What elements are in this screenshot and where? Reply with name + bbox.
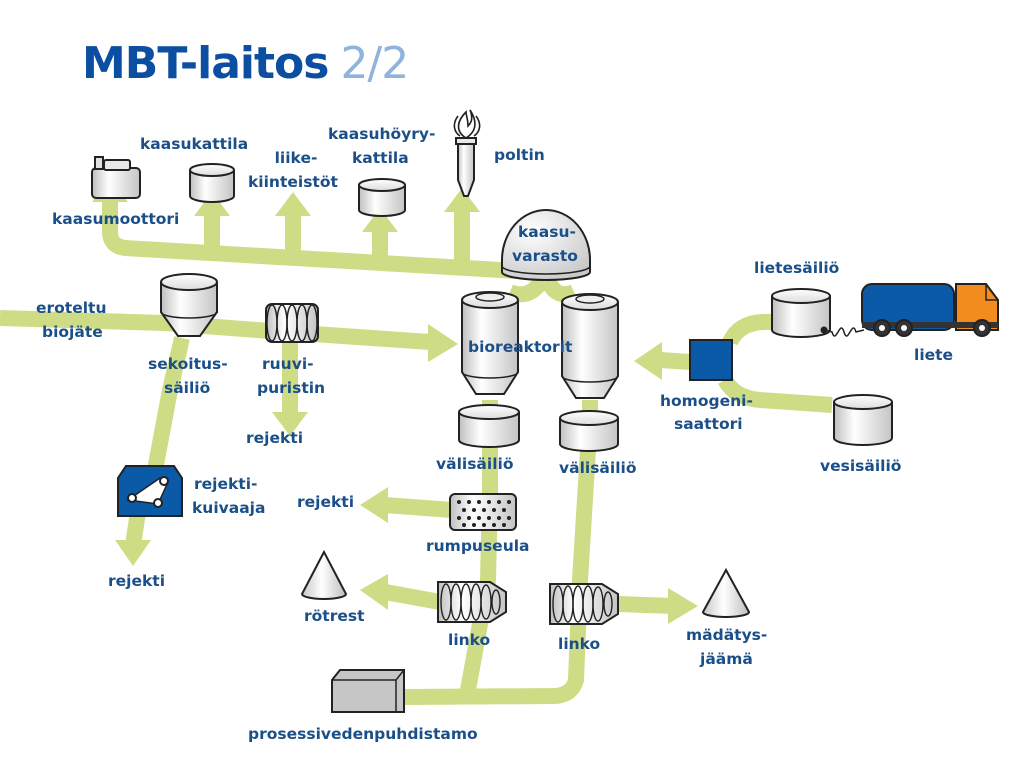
label-rejekti-dryer: rejekti	[108, 572, 166, 590]
dryer-reject-pipe	[125, 510, 146, 547]
reject-dryer-icon	[117, 465, 183, 517]
centrifuge1-reject-pipe	[383, 584, 442, 610]
flare-icon	[453, 109, 481, 197]
process-water-plant-icon	[331, 669, 405, 713]
arrow-up-kaasukattila	[194, 192, 230, 216]
drum-reject-pipe	[384, 497, 453, 518]
label-vesisailio: vesisäiliö	[820, 457, 902, 475]
drum-screen-icon	[449, 493, 517, 531]
sludge-tank-pipe	[722, 313, 773, 346]
label-kuivaaja-2: kuivaaja	[192, 499, 266, 517]
water-tank-icon	[833, 394, 893, 446]
title-page-number: 2/2	[340, 38, 409, 89]
label-kaasumoottori: kaasumoottori	[52, 210, 180, 228]
label-eroteltu-1: eroteltu	[36, 299, 107, 317]
arrow-down-press-reject	[272, 412, 308, 436]
homogenizer-feed-pipe	[659, 352, 691, 370]
label-sekoitus-2: säiliö	[164, 379, 211, 397]
arrow-right-bioreactor	[428, 324, 458, 362]
centrifuge-1-icon	[437, 581, 507, 623]
label-linko-1: linko	[448, 631, 491, 649]
label-homog-1: homogeni-	[660, 392, 753, 410]
mixer-reject-pipe	[147, 336, 190, 472]
flow-pipes	[0, 200, 833, 705]
title-main: MBT-laitos	[82, 38, 329, 89]
label-kuivaaja-1: rejekti-	[194, 475, 258, 493]
label-rumpuseula: rumpuseula	[426, 537, 530, 555]
label-rejekti-drum: rejekti	[297, 493, 355, 511]
centrifuge2-out-pipe	[617, 596, 673, 614]
buffer-tank-1-icon	[458, 404, 520, 448]
arrow-left-homogenizer	[634, 342, 662, 380]
label-linko-2: linko	[558, 635, 601, 653]
label-hoyry-1: kaasuhöyry-	[328, 125, 436, 143]
label-liike-2: kiinteistöt	[248, 173, 338, 191]
label-kaasuvarasto-1: kaasu-	[518, 223, 576, 241]
label-liete: liete	[914, 346, 954, 364]
mixing-tank-icon	[160, 273, 218, 337]
label-prosessivedenpuhdistamo: prosessivedenpuhdistamo	[248, 725, 478, 743]
label-lietesailio: lietesäiliö	[754, 259, 840, 277]
label-ruuvi-1: ruuvi-	[262, 355, 314, 373]
sludge-tank-icon	[771, 288, 865, 338]
label-sekoitus-1: sekoitus-	[148, 355, 228, 373]
label-valisailio-2: välisäiliö	[559, 459, 637, 477]
sludge-truck-icon	[861, 283, 999, 337]
gas-engine-icon	[91, 156, 141, 199]
arrow-up-liike	[275, 192, 311, 216]
label-ruuvi-2: puristin	[257, 379, 326, 397]
centrifuge-2-icon	[549, 583, 619, 625]
label-kaasukattila: kaasukattila	[140, 135, 249, 153]
label-madatys-1: mädätys-	[686, 626, 768, 644]
bioreactor-1-icon	[461, 291, 519, 395]
arrow-left-drum-reject	[360, 487, 388, 523]
arrow-down-dryer-reject	[115, 540, 151, 566]
arrow-left-centrifuge1	[360, 574, 388, 610]
label-bioreaktorit: bioreaktorit	[468, 338, 573, 356]
gas-from-reactor-1	[507, 275, 549, 303]
gas-main-pipe	[102, 200, 536, 280]
biowaste-pipe	[0, 310, 431, 350]
gas-from-reactor-2	[540, 276, 578, 303]
screw-press-icon	[265, 303, 319, 343]
label-homog-2: saattori	[674, 415, 743, 433]
label-hoyry-2: kattila	[352, 149, 409, 167]
arrow-up-hoyry	[362, 208, 398, 232]
buffer-tank-2-icon	[559, 410, 619, 452]
digestate-residue-pile-icon	[701, 567, 751, 618]
digestate-pile-icon	[300, 549, 348, 600]
label-poltin: poltin	[494, 146, 545, 164]
label-kaasuvarasto-2: varasto	[512, 247, 578, 265]
homogenizer-icon	[689, 339, 733, 381]
steam-boiler-icon	[358, 178, 406, 217]
gas-storage-icon	[501, 209, 591, 281]
arrow-up-poltin	[444, 188, 480, 212]
label-eroteltu-2: biojäte	[42, 323, 103, 341]
bioreactor-2-icon	[561, 293, 619, 399]
label-valisailio-1: välisäiliö	[436, 455, 514, 473]
gas-boiler-icon	[189, 163, 235, 203]
label-rejekti-press: rejekti	[246, 429, 304, 447]
label-madatys-2: jäämä	[700, 650, 753, 668]
water-tank-pipe	[718, 375, 833, 413]
label-liike-1: liike-	[274, 149, 318, 167]
arrow-right-centrifuge2	[668, 588, 698, 624]
label-rotrest: rötrest	[304, 607, 365, 625]
